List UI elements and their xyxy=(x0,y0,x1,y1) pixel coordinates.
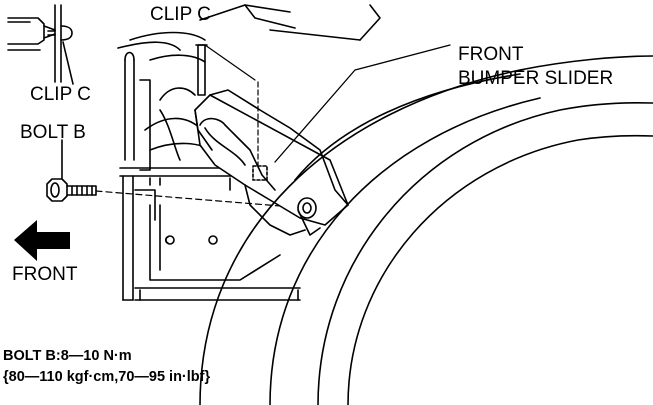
bolt-b-label: BOLT B xyxy=(20,122,86,143)
torque-spec-line2: {80—110 kgf·cm,70—95 in·lbf} xyxy=(3,369,211,385)
clip-c-detail xyxy=(7,4,74,85)
front-label: FRONT xyxy=(12,264,78,285)
bolt-axis-line xyxy=(95,190,306,209)
tire xyxy=(199,55,653,405)
front-bumper-slider xyxy=(194,89,349,236)
clip-c-top-label: CLIP C xyxy=(150,4,211,25)
arrow-left-icon xyxy=(14,220,70,261)
torque-spec-line1: BOLT B:8—10 N·m xyxy=(3,348,132,364)
front-bumper-slider-label-line1: FRONT xyxy=(458,44,524,65)
body-structure xyxy=(117,4,381,301)
clip-c-left-label: CLIP C xyxy=(30,84,91,105)
bolt-b xyxy=(46,139,97,202)
front-bumper-slider-label-line2: BUMPER SLIDER xyxy=(458,68,614,89)
